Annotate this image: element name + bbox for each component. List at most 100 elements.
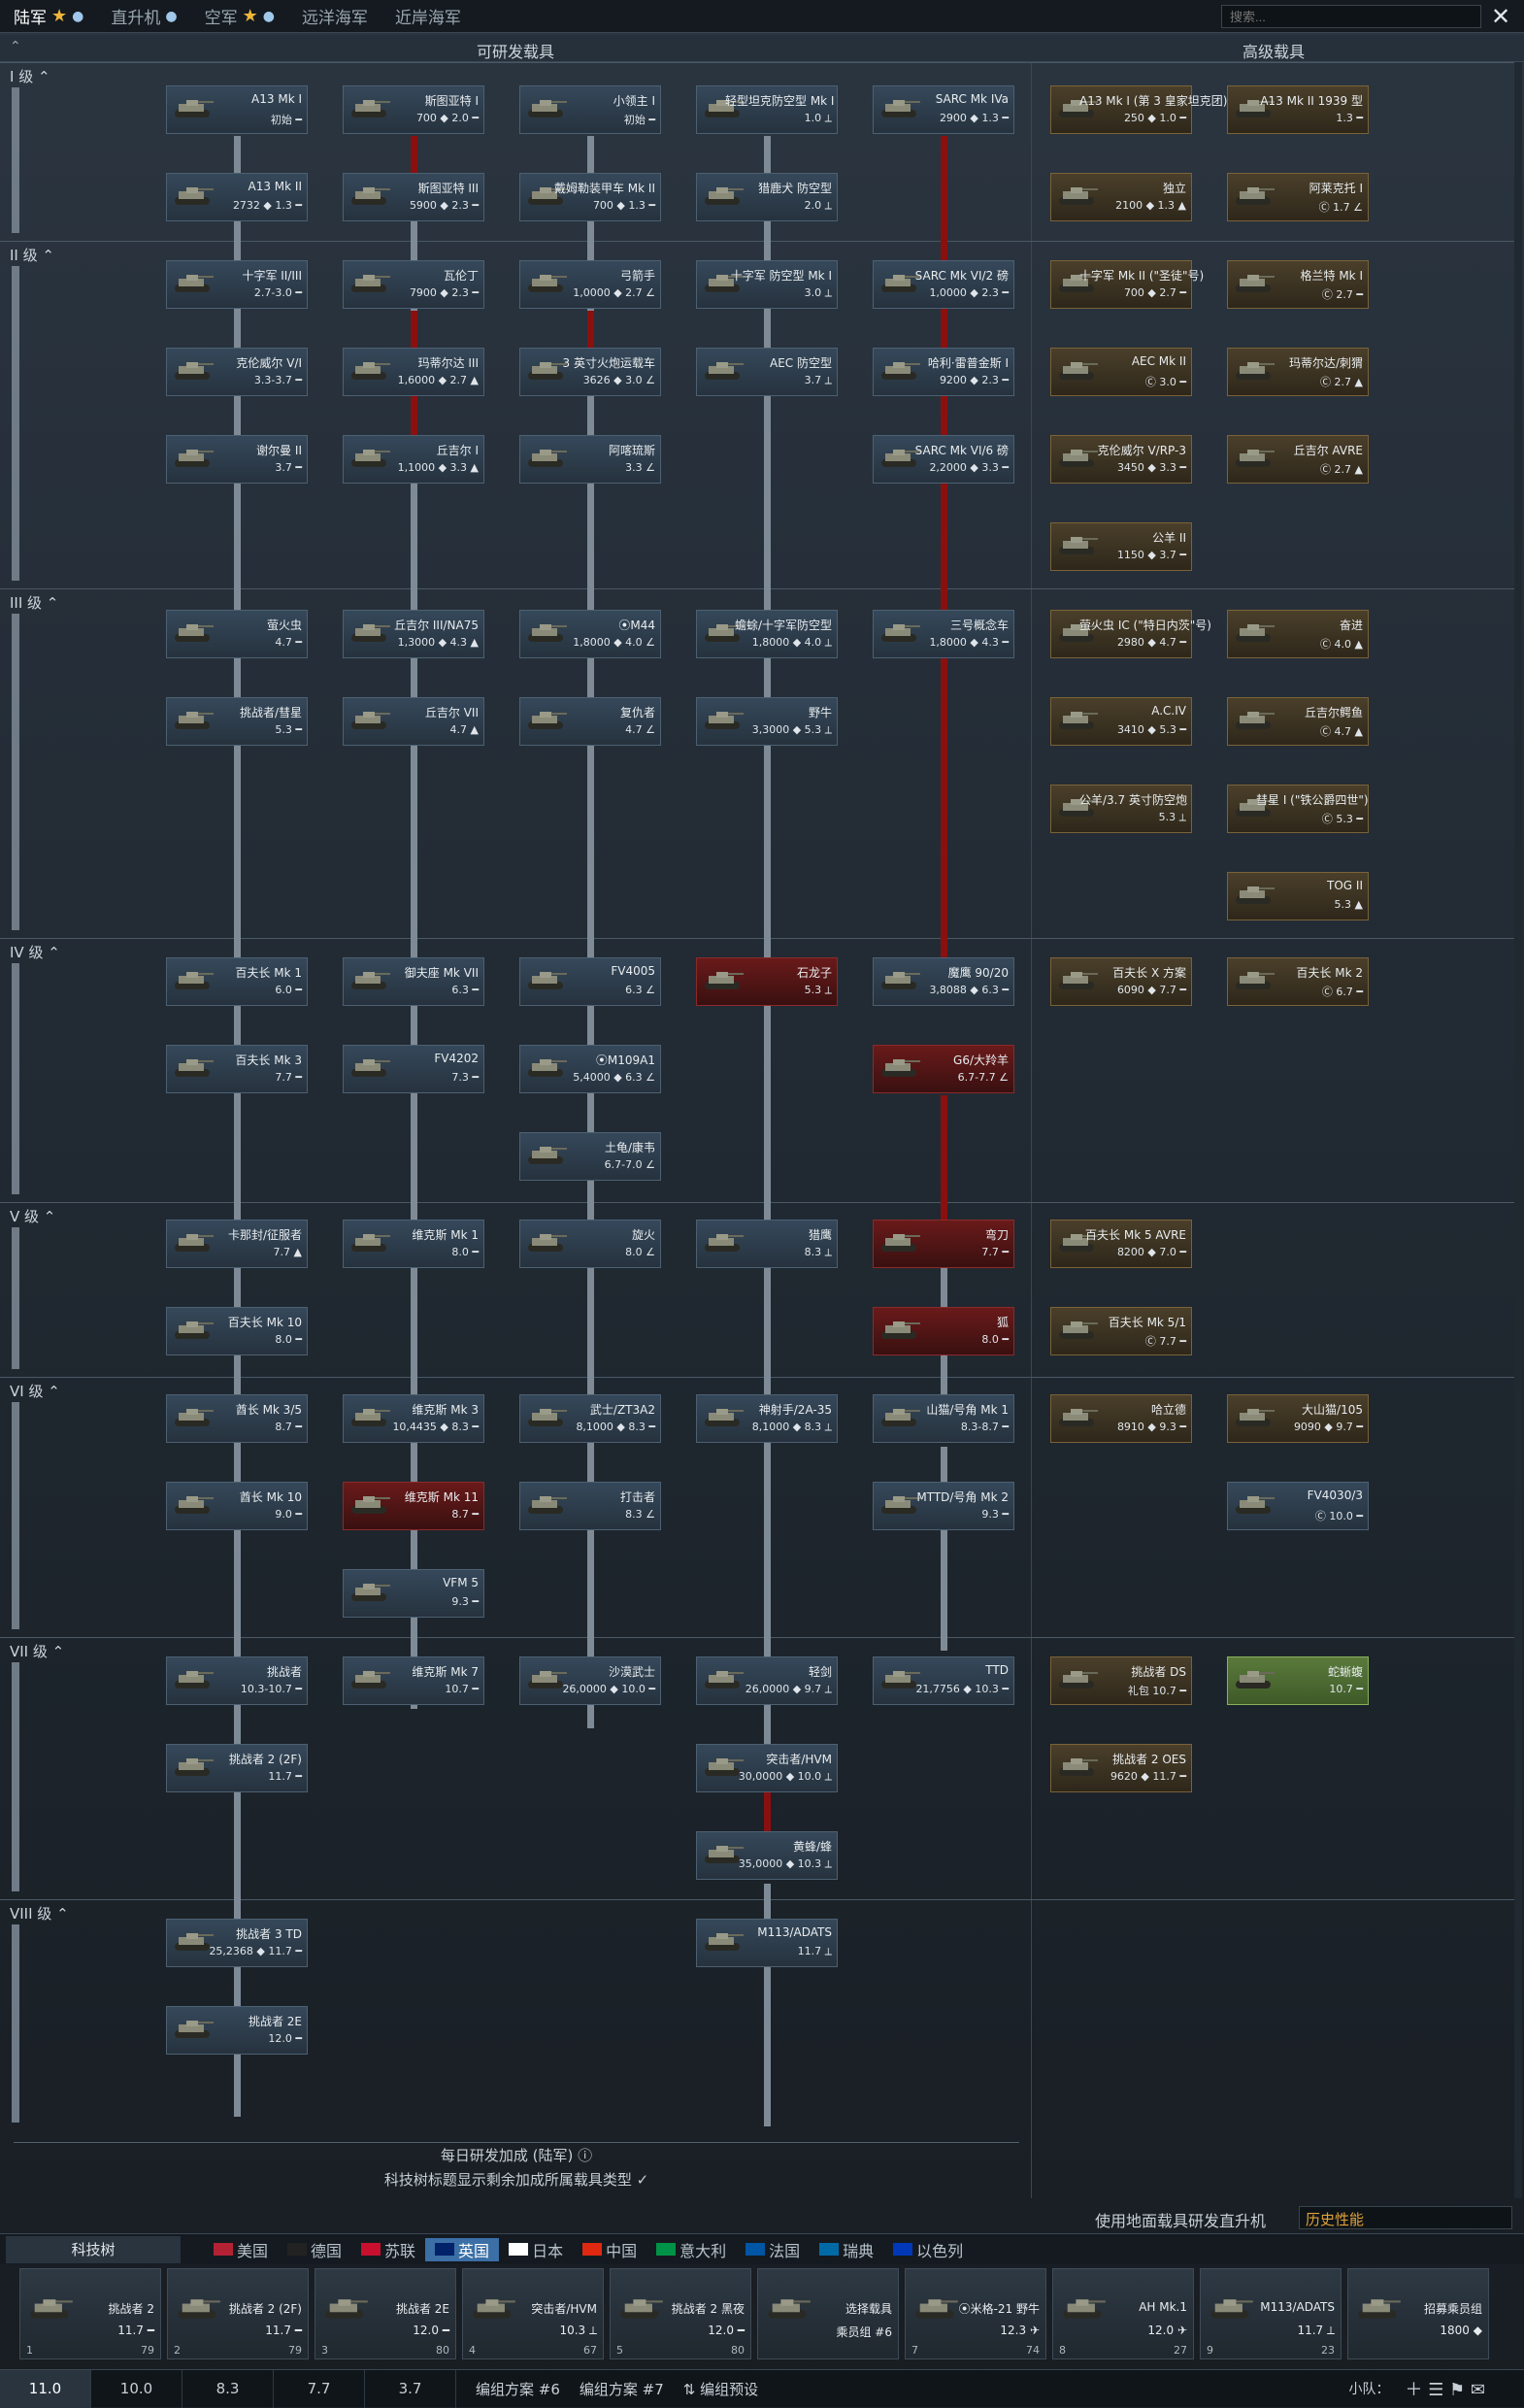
nation-tab[interactable]: 英国 bbox=[425, 2237, 500, 2261]
nation-tab[interactable]: 中国 bbox=[573, 2238, 646, 2261]
preset-tab[interactable]: ⇅ 编组预设 bbox=[682, 2380, 759, 2398]
add-squad-icon[interactable]: ＋ ☰ ⚑ ✉ bbox=[1405, 2380, 1485, 2400]
heli-research-toggle[interactable]: 使用地面载具研发直升机 bbox=[1095, 2212, 1267, 2230]
vehicle-card[interactable]: 挑战者 2 (2F)11.7 ━ bbox=[166, 1744, 308, 1792]
nation-tab[interactable]: 日本 bbox=[499, 2238, 573, 2261]
nation-tab[interactable]: 以色列 bbox=[883, 2238, 973, 2261]
rank-label[interactable]: II 级 ⌃ bbox=[10, 247, 54, 264]
tab-air[interactable]: 空军★● bbox=[191, 0, 288, 33]
rank-label[interactable]: VI 级 ⌃ bbox=[10, 1383, 60, 1400]
collapse-icon[interactable]: ⌃ bbox=[10, 39, 21, 54]
close-icon[interactable]: ✕ bbox=[1491, 3, 1511, 30]
vehicle-card[interactable]: 萤火虫 IC ("特日内茨"号)2980 ◆ 4.7 ━ bbox=[1050, 610, 1211, 658]
tab-bluewater-navy[interactable]: 远洋海军 bbox=[288, 0, 381, 33]
tab-helicopter[interactable]: 直升机● bbox=[97, 0, 190, 33]
scrollbar[interactable] bbox=[1514, 62, 1522, 2198]
nation-tab[interactable]: 苏联 bbox=[351, 2238, 425, 2261]
rank-label[interactable]: I 级 ⌃ bbox=[10, 68, 50, 85]
br-tab[interactable]: 11.0 bbox=[0, 2369, 91, 2408]
crew-slot[interactable]: 选择载具乘员组 #6 bbox=[757, 2268, 899, 2359]
rank-label[interactable]: IV 级 ⌃ bbox=[10, 944, 60, 961]
rank-label[interactable]: VIII 级 ⌃ bbox=[10, 1905, 69, 1923]
tab-ground[interactable]: 陆军★● bbox=[0, 0, 97, 33]
nation-tab[interactable]: 瑞典 bbox=[810, 2238, 883, 2261]
vehicle-card[interactable]: A13 Mk I (第 3 皇家坦克团)250 ◆ 1.0 ━ bbox=[1050, 85, 1227, 134]
preset-tab[interactable]: 编组方案 #6 bbox=[476, 2380, 560, 2398]
rank-label[interactable]: V 级 ⌃ bbox=[10, 1208, 56, 1225]
rank-label[interactable]: III 级 ⌃ bbox=[10, 594, 59, 612]
bonus-toggle[interactable]: 科技树标题显示剩余加成所属载具类型 ✓ bbox=[383, 2171, 649, 2189]
techtree-tab[interactable]: 科技树 bbox=[6, 2235, 181, 2263]
preset-tab[interactable]: 编组方案 #7 bbox=[579, 2380, 664, 2398]
search-input[interactable] bbox=[1221, 5, 1481, 28]
vehicle-card[interactable]: 十字军 Mk II ("圣徒"号)700 ◆ 2.7 ━ bbox=[1050, 260, 1204, 309]
vehicle-card[interactable]: 彗星 I ("铁公爵四世")Ⓒ 5.3 ━ bbox=[1227, 785, 1369, 833]
